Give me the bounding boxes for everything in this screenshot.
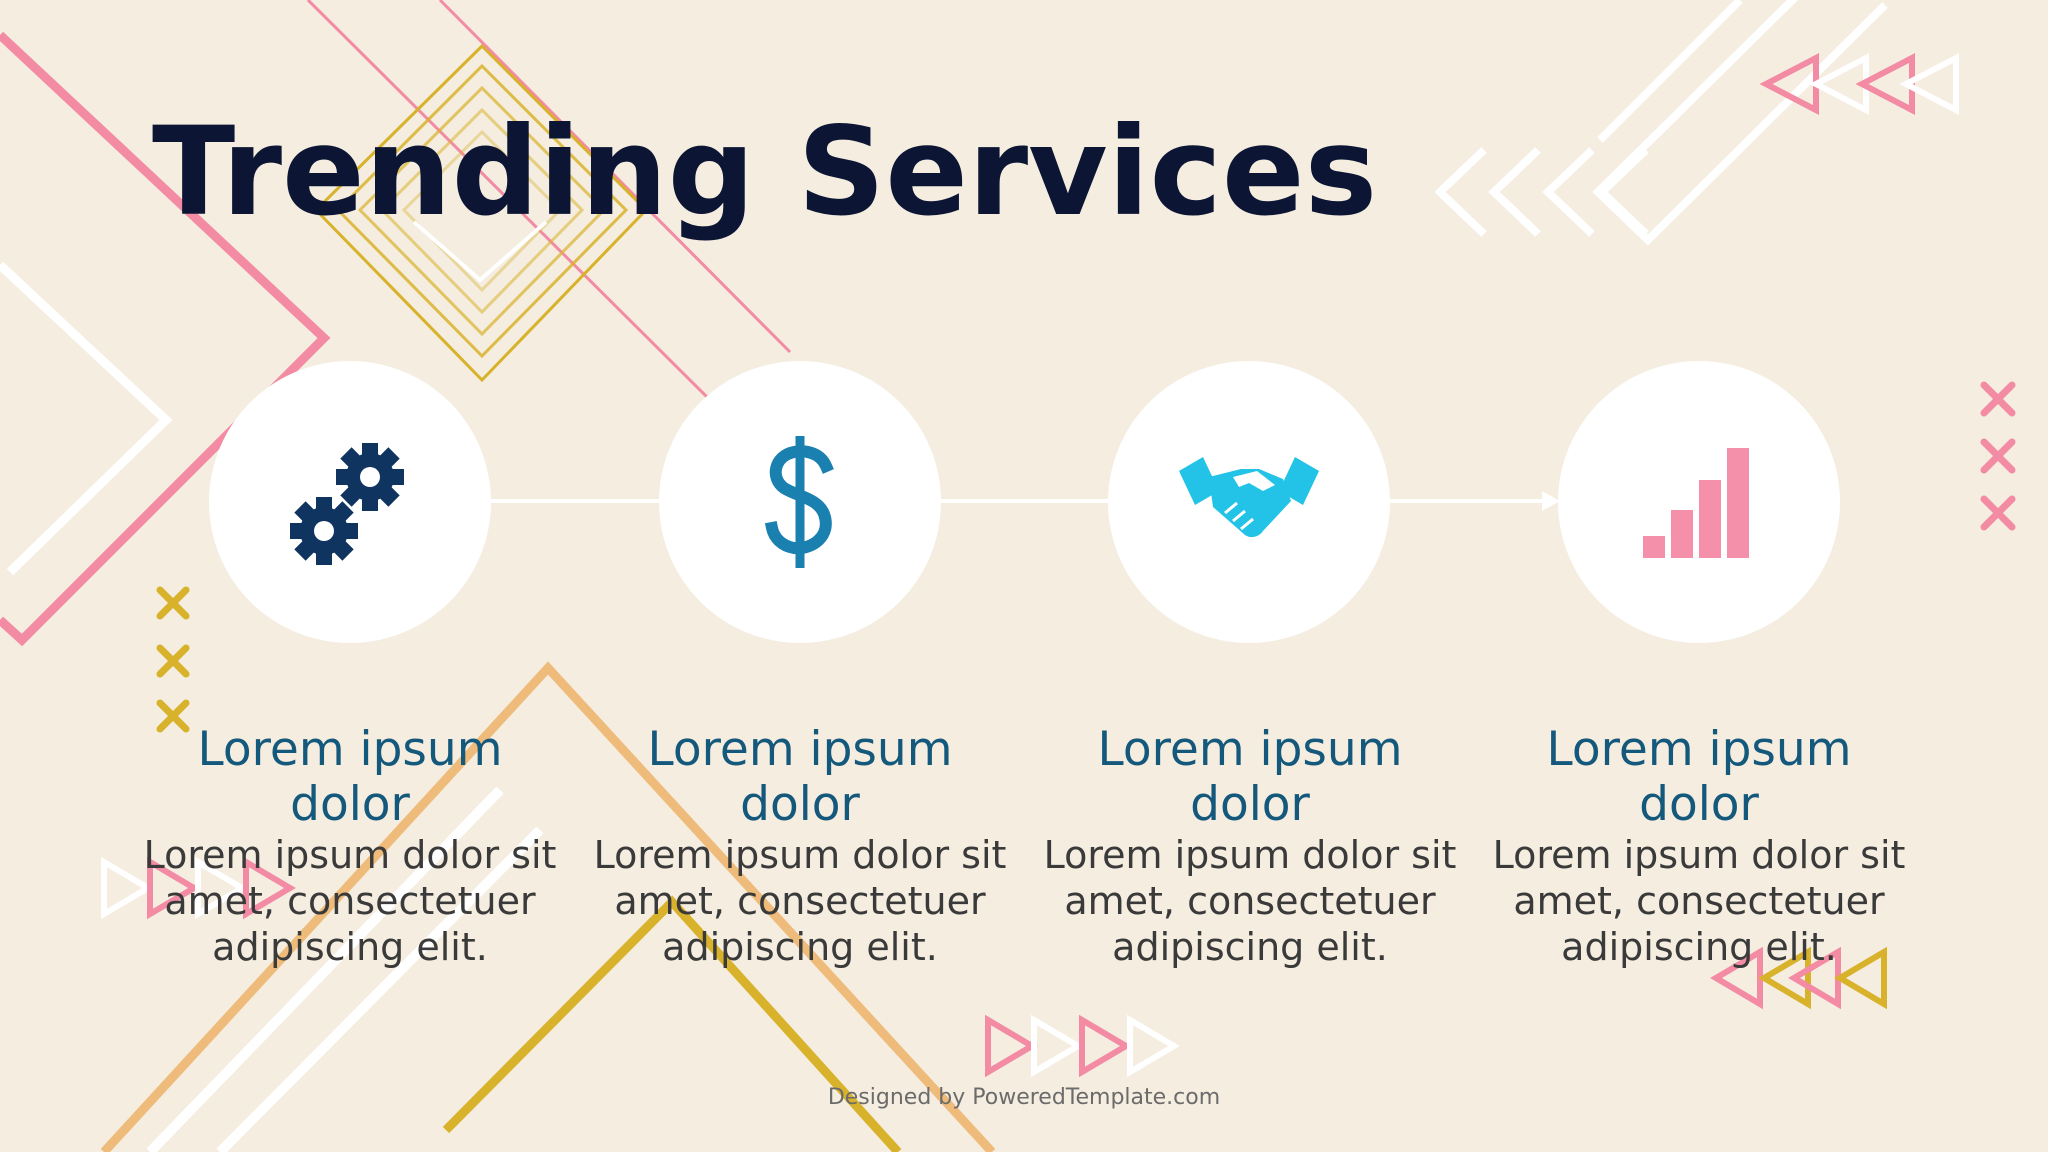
gears-icon bbox=[290, 443, 404, 565]
gold-nested-diamonds bbox=[313, 43, 649, 383]
service-circle-4 bbox=[1558, 361, 1840, 643]
handshake-icon bbox=[1179, 457, 1319, 538]
pink-diagonal-line-2 bbox=[438, 0, 792, 354]
gold-x-marks bbox=[156, 586, 190, 733]
connector-line-1 bbox=[490, 499, 660, 503]
service-heading-3: Lorem ipsum dolor bbox=[1097, 722, 1403, 832]
gold-chevron-frame bbox=[442, 895, 902, 1152]
white-diamond-tip bbox=[412, 220, 548, 283]
service-body-4: Lorem ipsum dolor sit amet, consectetuer… bbox=[1492, 833, 1906, 969]
pink-chevron-frame bbox=[0, 31, 331, 647]
connector-line-2 bbox=[940, 499, 1110, 503]
bar-chart-icon bbox=[1643, 448, 1749, 558]
pink-x-marks bbox=[1980, 381, 2016, 531]
service-circle-2 bbox=[659, 361, 941, 643]
service-circle-1 bbox=[209, 361, 491, 643]
service-heading-1: Lorem ipsum dolor bbox=[197, 722, 503, 832]
service-body-1: Lorem ipsum dolor sit amet, consectetuer… bbox=[143, 833, 557, 969]
pink-diagonal-line bbox=[306, 0, 712, 402]
footer-credit: Designed by PoweredTemplate.com bbox=[827, 1085, 1221, 1110]
service-body-3: Lorem ipsum dolor sit amet, consectetuer… bbox=[1043, 833, 1457, 969]
triangle-row-bottom-center bbox=[985, 1014, 1180, 1078]
connector-arrowhead bbox=[1542, 491, 1560, 511]
slide-title: Trending Services bbox=[152, 101, 1378, 243]
service-column-2: Lorem ipsum dolor Lorem ipsum dolor sit … bbox=[590, 722, 1010, 970]
service-body-2: Lorem ipsum dolor sit amet, consectetuer… bbox=[593, 833, 1007, 969]
service-column-1: Lorem ipsum dolor Lorem ipsum dolor sit … bbox=[140, 722, 560, 970]
orange-chevron-frame bbox=[100, 661, 996, 1152]
triangle-row-bottom-right bbox=[1710, 946, 1887, 1010]
triangle-row-top-right bbox=[1759, 53, 1959, 115]
service-heading-2: Lorem ipsum dolor bbox=[647, 722, 953, 832]
service-column-3: Lorem ipsum dolor Lorem ipsum dolor sit … bbox=[1040, 722, 1460, 970]
white-chevron-frame bbox=[0, 261, 173, 576]
connector-line-3 bbox=[1390, 499, 1545, 503]
triangle-row-bottom-left bbox=[101, 856, 296, 920]
dollar-sign-icon bbox=[764, 436, 834, 568]
service-column-4: Lorem ipsum dolor Lorem ipsum dolor sit … bbox=[1489, 722, 1909, 970]
service-heading-4: Lorem ipsum dolor bbox=[1546, 722, 1852, 832]
white-chevron-arrows bbox=[1434, 0, 1888, 246]
white-diagonal-lines bbox=[146, 786, 544, 1152]
service-circle-3 bbox=[1108, 361, 1390, 643]
